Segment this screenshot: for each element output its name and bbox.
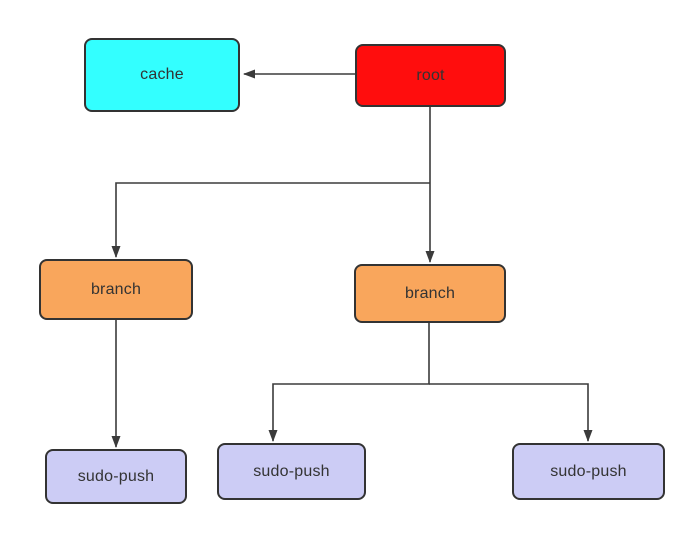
node-sudo-push-1-label: sudo-push xyxy=(77,467,155,485)
node-cache-label: cache xyxy=(140,66,184,83)
node-branch-left[interactable]: branch xyxy=(39,259,193,320)
edge-branch-right-sudo-push-3 xyxy=(429,383,593,442)
node-root[interactable]: root xyxy=(355,44,506,107)
node-sudo-push-2[interactable]: sudo-push xyxy=(217,443,366,500)
edge-root-branch-left xyxy=(111,182,430,258)
node-cache[interactable]: cache xyxy=(84,38,240,112)
node-sudo-push-3-label: sudo-push xyxy=(550,462,627,480)
node-sudo-push-2-label: sudo-push xyxy=(253,462,330,480)
node-branch-right-label: branch xyxy=(404,284,456,302)
edge-branch-right-sudo-push-2 xyxy=(268,323,430,442)
node-root-label: root xyxy=(416,66,445,84)
node-branch-right[interactable]: branch xyxy=(354,264,506,323)
node-sudo-push-1[interactable]: sudo-push xyxy=(45,449,187,504)
node-sudo-push-3[interactable]: sudo-push xyxy=(512,443,665,500)
node-branch-left-label: branch xyxy=(90,280,142,298)
